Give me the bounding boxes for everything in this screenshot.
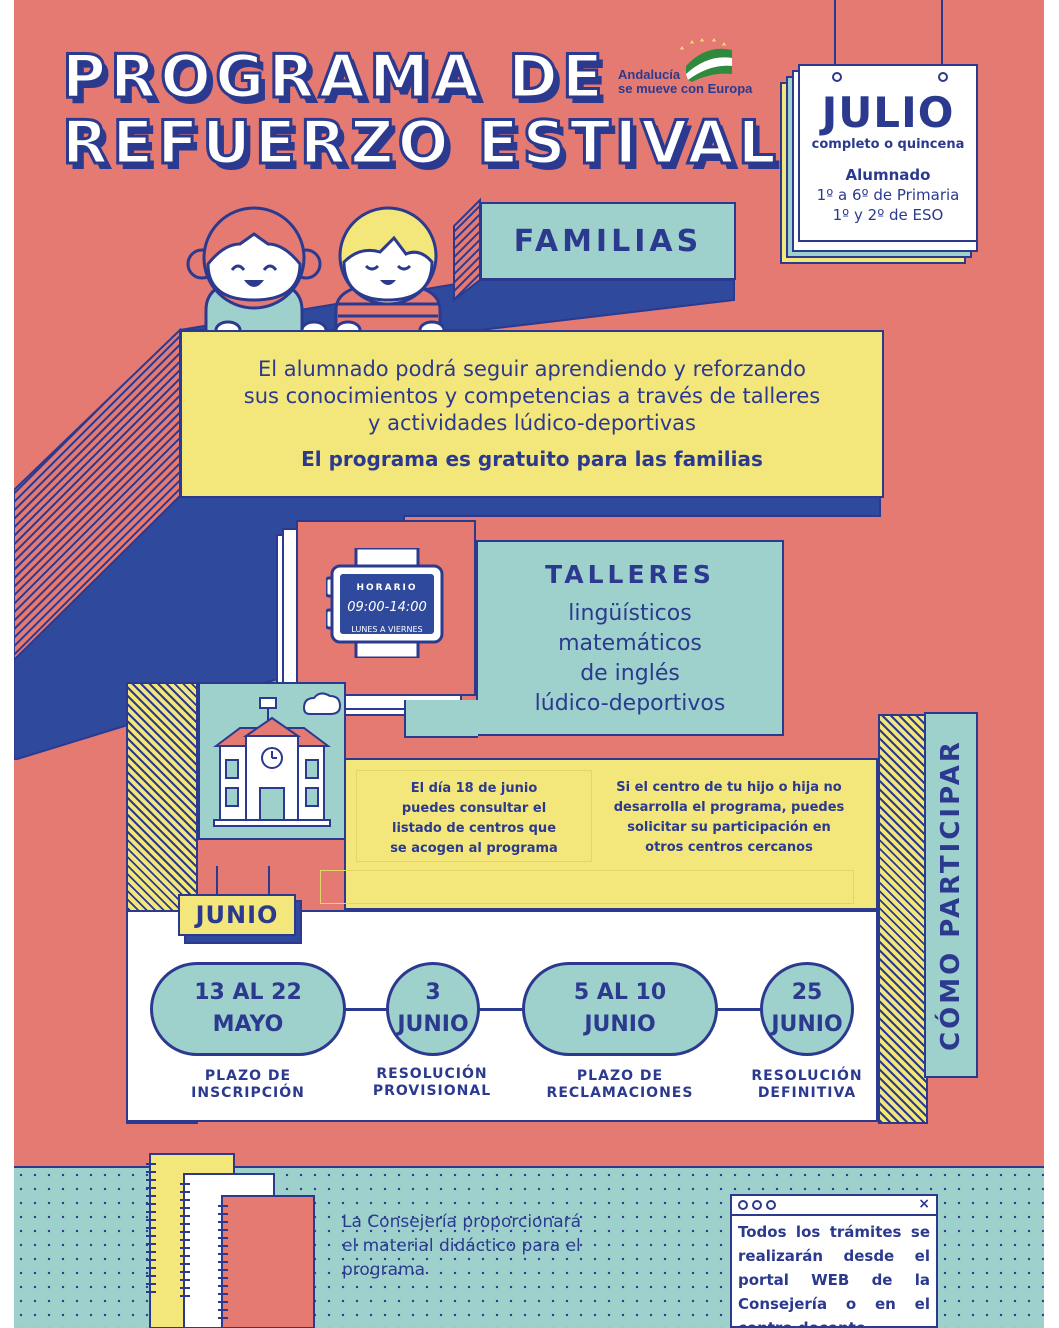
julio-card: JULIO completo o quincena Alumnado 1º a …	[798, 64, 978, 242]
watch-days: LUNES A VIERNES	[351, 625, 423, 634]
timeline-month: MAYO	[212, 1012, 284, 1037]
watch-label: HORARIO	[356, 583, 418, 593]
caption-line: PLAZO DE	[204, 1068, 292, 1084]
close-icon: ×	[918, 1196, 930, 1212]
timeline-date: 3	[425, 980, 441, 1005]
material-line: programa	[342, 1260, 425, 1280]
talleres-heading: TALLERES	[545, 560, 715, 589]
timeline-month: JUNIO	[397, 1012, 469, 1037]
junio-sign-text: JUNIO	[195, 901, 279, 929]
taller-item: de inglés	[580, 661, 680, 686]
note-right-line: otros centros cercanos	[645, 840, 813, 855]
taller-item: matemáticos	[558, 631, 702, 656]
timeline-item-definitiva: 25 JUNIO	[760, 962, 854, 1056]
card-hole-left	[832, 72, 842, 82]
logo-line-1: Andalucía	[618, 67, 681, 82]
sign-string-right	[268, 866, 270, 898]
web-text: Todos los trámites se realizarán desde e…	[732, 1216, 936, 1328]
participar-heading: CÓMO PARTICIPAR	[936, 739, 966, 1051]
junio-sign: JUNIO	[178, 894, 296, 936]
material-line: el material didáctico para el	[342, 1236, 581, 1256]
web-text-line: portal WEB de la	[738, 1271, 930, 1289]
note-left: El día 18 de junio puedes consultar el l…	[356, 770, 592, 862]
web-text-line: realizarán desde el	[738, 1247, 930, 1265]
window-dot-icon	[738, 1200, 748, 1210]
talleres-box-base	[404, 700, 478, 738]
timeline-item-inscripcion: 13 AL 22 MAYO	[150, 962, 346, 1056]
note-right-line: Si el centro de tu hijo o hija no	[616, 780, 842, 795]
caption-line: RESOLUCIÓN	[751, 1068, 863, 1084]
timeline-caption-provisional: RESOLUCIÓN PROVISIONAL	[350, 1066, 514, 1100]
title-line-1: PROGRAMA DE	[61, 41, 607, 114]
timeline-item-provisional: 3 JUNIO	[386, 962, 480, 1056]
timeline-caption-inscripcion: PLAZO DE INSCRIPCIÓN	[162, 1068, 334, 1102]
watch-time: 09:00-14:00	[347, 600, 427, 615]
note-left-line: puedes consultar el	[401, 801, 547, 816]
audience-primaria: 1º a 6º de Primaria	[816, 186, 960, 204]
note-left-line: listado de centros que	[391, 821, 557, 836]
familias-text-line-1: El alumnado podrá seguir aprendiendo y r…	[258, 357, 806, 381]
timeline-date: 5 AL 10	[573, 980, 667, 1005]
note-left-line: El día 18 de junio	[410, 781, 538, 796]
note-right-line: desarrolla el programa, puedes	[613, 800, 845, 815]
browser-titlebar: ×	[732, 1196, 936, 1216]
web-text-line: Todos los trámites se	[738, 1223, 930, 1241]
timeline-date: 13 AL 22	[194, 980, 302, 1005]
notes-divider	[320, 870, 854, 904]
school-card	[198, 682, 346, 840]
watch-icon	[324, 546, 448, 660]
caption-line: RESOLUCIÓN	[376, 1066, 488, 1082]
caption-line: PROVISIONAL	[372, 1083, 492, 1099]
note-right-line: solicitar su participación en	[627, 820, 831, 835]
logo-line-2: se mueve con Europa	[618, 81, 753, 96]
sign-string-left	[216, 866, 218, 898]
participar-notes-box	[344, 758, 878, 910]
caption-line: PLAZO DE	[576, 1068, 664, 1084]
navy-3d-band	[14, 0, 1044, 762]
notebooks-icon	[144, 1152, 334, 1328]
talleres-box: TALLERES lingüísticos matemáticos de ing…	[476, 540, 784, 736]
timeline-month: JUNIO	[584, 1012, 656, 1037]
browser-window: × Todos los trámites se realizarán desde…	[730, 1194, 938, 1328]
school-icon	[213, 692, 342, 827]
web-text-line: centro docente	[738, 1319, 866, 1328]
note-left-line: se acogen al programa	[390, 841, 558, 856]
familias-text-line-3: y actividades lúdico-deportivas	[368, 411, 696, 435]
audience-title: Alumnado	[845, 166, 931, 184]
taller-item: lúdico-deportivos	[534, 691, 726, 716]
poster: PROGRAMA DE REFUERZO ESTIVAL Andalucía s…	[14, 0, 1044, 1328]
julio-month: JULIO	[821, 88, 955, 137]
caption-line: INSCRIPCIÓN	[191, 1085, 305, 1101]
material-line: La Consejería proporcionará	[342, 1212, 582, 1232]
card-hole-right	[938, 72, 948, 82]
window-dot-icon	[766, 1200, 776, 1210]
note-right: Si el centro de tu hijo o hija no desarr…	[612, 778, 846, 858]
timeline-date: 25	[791, 980, 823, 1005]
caption-line: DEFINITIVA	[757, 1085, 857, 1101]
andalucia-flag-logo	[666, 36, 746, 82]
participar-right-side	[878, 714, 928, 1124]
familias-text-line-2: sus conocimientos y competencias a travé…	[243, 384, 821, 408]
taller-item: lingüísticos	[568, 601, 692, 626]
material-text: La Consejería proporcionará el material …	[342, 1210, 642, 1282]
participar-vertical-label: CÓMO PARTICIPAR	[924, 712, 978, 1078]
familias-text-box: El alumnado podrá seguir aprendiendo y r…	[180, 330, 884, 498]
title-line-2: REFUERZO ESTIVAL	[61, 107, 780, 180]
caption-line: RECLAMACIONES	[546, 1085, 694, 1101]
web-text-line: Consejería o en el	[738, 1295, 930, 1313]
familias-free-note: El programa es gratuito para las familia…	[301, 447, 763, 471]
timeline-item-reclamaciones: 5 AL 10 JUNIO	[522, 962, 718, 1056]
familias-label: FAMILIAS	[480, 202, 736, 280]
audience-eso: 1º y 2º de ESO	[832, 206, 944, 224]
kids-illustration	[184, 200, 446, 340]
timeline-caption-definitiva: RESOLUCIÓN DEFINITIVA	[732, 1068, 882, 1102]
familias-heading: FAMILIAS	[513, 223, 703, 259]
timeline-caption-reclamaciones: PLAZO DE RECLAMACIONES	[534, 1068, 706, 1102]
window-dot-icon	[752, 1200, 762, 1210]
card-string-left	[834, 0, 836, 74]
card-string-right	[941, 0, 943, 74]
julio-subtitle: completo o quincena	[811, 137, 965, 152]
timeline-month: JUNIO	[771, 1012, 843, 1037]
